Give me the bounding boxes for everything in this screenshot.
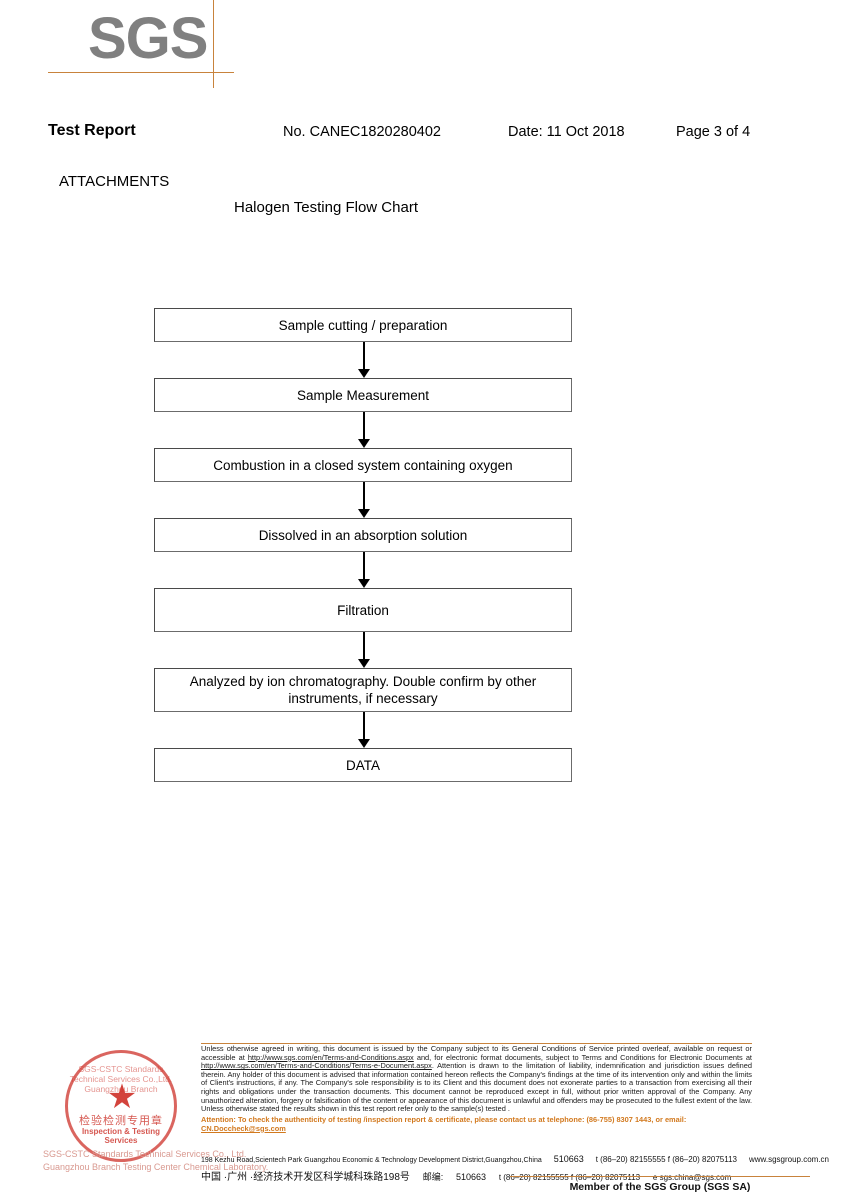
flow-step-box: Filtration [154, 588, 572, 632]
member-of-sgs-group: Member of the SGS Group (SGS SA) [569, 1181, 751, 1193]
terms-link[interactable]: http://www.sgs.com/en/Terms-and-Conditio… [201, 1061, 432, 1071]
flow-step-label: Filtration [337, 602, 389, 618]
legal-top-rule [201, 1043, 752, 1044]
address-chinese-phone: t (86–20) 82155555 f (86–20) 82075113 [498, 1173, 641, 1182]
address-chinese-street: 中国 ·广州 ·经济技术开发区科学城科珠路198号 [201, 1172, 410, 1183]
address-chinese-zip-label: 邮编: [422, 1172, 444, 1182]
logo-vertical-rule [213, 0, 214, 88]
flow-step-label: Dissolved in an absorption solution [258, 527, 468, 543]
legal-attention-text: Attention: To check the authenticity of … [201, 1115, 752, 1133]
flow-step-label: Combustion in a closed system containing… [213, 457, 513, 473]
flow-step-box: Analyzed by ion chromatography. Double c… [154, 668, 572, 712]
address-chinese-email: e sgs.china@sgs.com [652, 1173, 732, 1182]
legal-disclaimer-text: Unless otherwise agreed in writing, this… [201, 1044, 752, 1114]
flow-arrow-down-icon [154, 712, 572, 748]
attention-text: Attention: To check the authenticity of … [201, 1114, 687, 1124]
seal-star-icon: ★ [106, 1078, 138, 1116]
address-english: 198 Kezhu Road,Scientech Park Guangzhou … [201, 1154, 829, 1164]
address-english-zip: 510663 [553, 1154, 584, 1164]
sgs-logo: SGS [0, 0, 850, 100]
terms-link[interactable]: http://www.sgs.com/en/Terms-and-Conditio… [247, 1052, 414, 1062]
flow-step-label: DATA [345, 757, 380, 773]
seal-arc-text: SGS-CSTC Standards Technical Services Co… [69, 1064, 173, 1094]
doccheck-email-link[interactable]: CN.Doccheck@sgs.com [201, 1123, 286, 1133]
report-date: Date: 11 Oct 2018 [508, 124, 625, 140]
flow-step-label: Analyzed by ion chromatography. Double c… [189, 674, 537, 706]
flow-step-box: Dissolved in an absorption solution [154, 518, 572, 552]
flow-arrow-down-icon [154, 552, 572, 588]
flowchart-heading: Halogen Testing Flow Chart [234, 199, 418, 216]
attachments-heading: ATTACHMENTS [59, 173, 170, 190]
seal-ring [65, 1050, 177, 1162]
legal-disclaimer-block: Unless otherwise agreed in writing, this… [201, 1044, 752, 1133]
seal-english-text: Inspection & Testing Services [81, 1127, 161, 1145]
inspection-seal-stamp: SGS-CSTC Standards Technical Services Co… [43, 1050, 268, 1182]
legal-sentence: and, for electronic format documents, su… [413, 1052, 752, 1062]
address-english-website: www.sgsgroup.com.cn [748, 1155, 829, 1164]
flow-arrow-down-icon [154, 412, 572, 448]
address-chinese-zip: 510663 [455, 1172, 487, 1182]
flow-step-box: Sample cutting / preparation [154, 308, 572, 342]
report-header: Test Report No. CANEC1820280402 Date: 11… [0, 122, 850, 144]
flow-step-box: Sample Measurement [154, 378, 572, 412]
legal-sentence: Unless otherwise agreed in writing, this… [201, 1044, 752, 1062]
address-english-street: 198 Kezhu Road,Scientech Park Guangzhou … [201, 1157, 542, 1164]
member-line-rule [510, 1176, 810, 1177]
sgs-logo-text: SGS [88, 6, 208, 71]
page-indicator: Page 3 of 4 [676, 124, 751, 140]
flow-arrow-down-icon [154, 482, 572, 518]
flow-arrow-down-icon [154, 632, 572, 668]
address-chinese: 中国 ·广州 ·经济技术开发区科学城科珠路198号 邮编: 510663 t (… [201, 1168, 761, 1183]
address-english-phone: t (86–20) 82155555 f (86–20) 82075113 [595, 1155, 738, 1164]
flow-arrow-down-icon [154, 342, 572, 378]
logo-horizontal-rule [48, 72, 234, 73]
seal-company-line-1: SGS-CSTC Standards Technical Services Co… [43, 1149, 247, 1159]
flow-step-box: DATA [154, 748, 572, 782]
report-title: Test Report [48, 122, 136, 139]
report-number: No. CANEC1820280402 [283, 124, 441, 140]
flow-step-label: Sample cutting / preparation [278, 317, 448, 333]
seal-chinese-text: 检验检测专用章 [79, 1115, 163, 1127]
flow-step-box: Combustion in a closed system containing… [154, 448, 572, 482]
flow-step-label: Sample Measurement [296, 387, 430, 403]
legal-sentence: . Attention is drawn to the limitation o… [201, 1061, 752, 1114]
seal-company-line-2: Guangzhou Branch Testing Center Chemical… [43, 1162, 269, 1172]
